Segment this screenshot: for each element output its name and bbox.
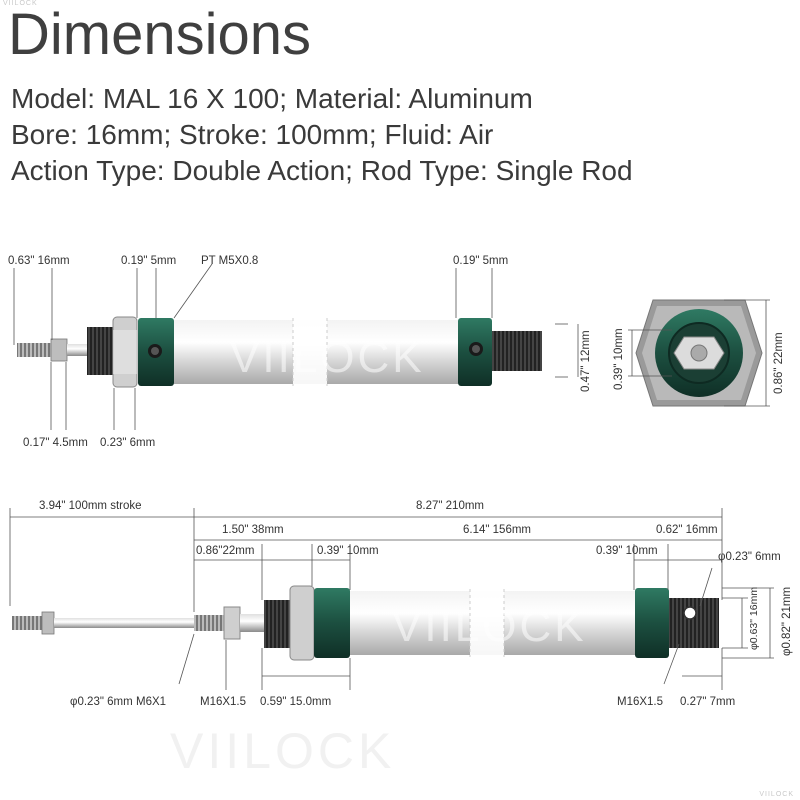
dim-total-length: 8.27" 210mm [416, 500, 484, 512]
dim-thread-width: 0.23" 6mm [100, 437, 155, 449]
label-rear-thread: M16X1.5 [617, 696, 663, 708]
dim-rod-length: 0.63" 16mm [8, 255, 70, 267]
dim-rear-thread: 0.47" 12mm [580, 330, 592, 392]
dim-end-outer: 0.86" 22mm [773, 332, 785, 394]
page-title: Dimensions [8, 2, 311, 67]
ext-barrel-watermark: VIILOCK [392, 602, 587, 651]
dim-left-cap: 0.19" 5mm [121, 255, 176, 267]
rod-thread [17, 343, 51, 357]
dim-body-diameter: φ0.82" 21mm [781, 587, 793, 656]
end-dimension-lines [628, 299, 770, 407]
ext-right-cap [635, 588, 669, 658]
ext-rod-thread-2 [194, 615, 224, 631]
dim-right-cap: 0.19" 5mm [453, 255, 508, 267]
dim-nut-length: 0.59" 15.0mm [260, 696, 331, 708]
ext-rod-thread [12, 616, 42, 630]
bottom-dimension-lines [9, 508, 774, 690]
end-view [635, 299, 763, 407]
ext-rear-hole [683, 606, 697, 620]
dim-pin-diameter: φ0.63" 16mm [748, 587, 760, 650]
spec-action: Action Type: Double Action; Rod Type: Si… [11, 155, 633, 186]
top-cylinder: VIILOCK [17, 316, 542, 388]
bottom-cylinder: VIILOCK [12, 585, 719, 661]
label-rod-thread: M6X1 [136, 696, 166, 708]
dim-a: 1.50" 38mm [222, 524, 284, 536]
dim-cap-right: 0.39" 10mm [596, 545, 658, 557]
front-thread [87, 327, 113, 375]
dim-body-length: 6.14" 156mm [463, 524, 531, 536]
barrel-watermark: VIILOCK [230, 333, 425, 382]
rod-nut [50, 338, 68, 362]
ext-hex-nut [289, 585, 315, 661]
dim-end-inner: 0.39" 10mm [613, 328, 625, 390]
ext-piston-rod [54, 618, 194, 628]
dim-hole-diameter: φ0.23" 6mm [718, 551, 781, 563]
dim-rear-length: 0.27" 7mm [680, 696, 735, 708]
spec-bore: Bore: 16mm; Stroke: 100mm; Fluid: Air [11, 119, 494, 150]
rear-thread [492, 331, 542, 371]
spec-model: Model: MAL 16 X 100; Material: Aluminum [11, 83, 533, 114]
ext-jam-nut [223, 606, 241, 640]
watermark-corner: VIILOCK [759, 791, 794, 798]
dim-cap-left: 0.39" 10mm [317, 545, 379, 557]
dim-thread-length: 0.86"22mm [196, 545, 254, 557]
top-dimension-lines [13, 263, 579, 430]
label-port-thread: PT M5X0.8 [201, 255, 258, 267]
label-front-thread: M16X1.5 [200, 696, 246, 708]
bottom-watermark: VIILOCK [170, 723, 395, 779]
watermark-small: VIILOCK [3, 0, 38, 7]
piston-rod [67, 344, 87, 356]
ext-rod-nut [41, 611, 55, 635]
dim-end-length: 0.62" 16mm [656, 524, 718, 536]
ext-rear-thread [669, 598, 719, 648]
dim-stroke: 3.94" 100mm stroke [39, 500, 142, 512]
ext-left-cap [314, 588, 350, 658]
ext-front-thread [264, 600, 290, 648]
dim-nut-width: 0.17" 4.5mm [23, 437, 88, 449]
dim-rod-diameter: φ0.23" 6mm [70, 696, 133, 708]
